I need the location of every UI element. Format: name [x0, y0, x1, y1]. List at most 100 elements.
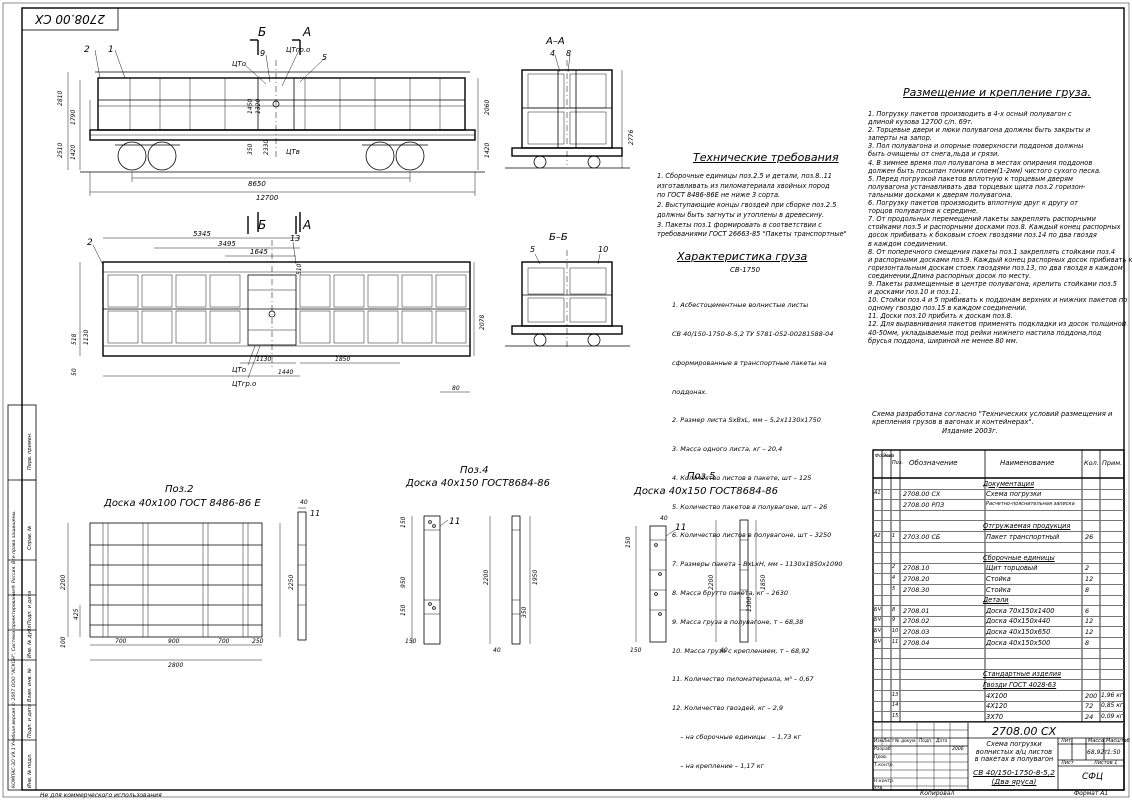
spec-cell-qty: 72	[1085, 702, 1094, 711]
left-stamp: Перв. примен. Справ. № Подп. и дата Инв.…	[7, 404, 37, 791]
spec-cell-des: 2708.00 СХ	[903, 490, 941, 499]
spec-cell-des: 2708.10	[903, 564, 930, 573]
title-sheets: Листов 1	[1094, 760, 1118, 766]
spec-cell-note: 1,96 кг	[1101, 691, 1124, 699]
tb-prov: Пров.	[874, 755, 888, 760]
label-ctgr2: ЦТгр.о	[232, 380, 256, 388]
placement-line: 5. Перед погрузкой пакетов вплотную к то…	[868, 174, 1073, 183]
spec-cell-name: Отгружаемая продукция	[983, 521, 1071, 530]
placement-line: быть очищены от снега,льда и грязи.	[868, 150, 1000, 159]
cargo-line: 8. Масса брутто пакета, кг – 2630	[672, 589, 788, 597]
callout-2a: 2	[84, 45, 90, 55]
poz2-subtitle: Доска 40х100 ГОСТ 8486-86 Е	[103, 498, 261, 509]
spec-cell-name: Схема погрузки	[986, 490, 1042, 499]
placement-line: 2. Торцевые двери и люки полувагона долж…	[868, 126, 1091, 135]
code-stamp-text: 2708.00 СХ	[34, 12, 105, 26]
placement-line: 9. Пакеты размещенные в центре полувагон…	[868, 279, 1117, 288]
cargo-line: 5. Количество пакетов в полувагоне, шт –…	[672, 502, 828, 511]
spec-cell-des: 2703.00 СБ	[903, 532, 941, 541]
spec-cell-qty: 12	[1085, 627, 1094, 636]
requirements-list: 1. Сборочные единицы поз.2.5 и детали, п…	[657, 172, 847, 240]
section-mark-a1: А	[302, 25, 311, 39]
p5-dim-150a: 150	[625, 536, 632, 548]
note-line: Схема разработана согласно "Технических …	[872, 410, 1113, 418]
license-text: КОМПАС-3D V9.1 Учебная версия © 2007 ООО…	[10, 510, 17, 788]
dim-2810: 2810	[57, 91, 64, 106]
title-name-line: в пакетах в полувагон	[974, 755, 1054, 764]
stamp-podp2: Подп. и дата	[27, 704, 33, 738]
poz5-subtitle: Доска 40х150 ГОСТ8684-86	[633, 486, 778, 497]
spec-cell-name: 3Х70	[986, 712, 1004, 721]
spec-cell-name: Доска 40х150х500	[986, 638, 1051, 647]
placement-line: в каждом соединении.	[868, 239, 948, 248]
poz4-title: Поз.4	[460, 465, 489, 476]
spec-cell-name: Детали	[983, 596, 1009, 605]
dim-2776: 2776	[628, 130, 635, 145]
p4-dim-150a: 150	[400, 516, 407, 528]
placement-line: 10. Стойки поз.4 и 5 прибивать к поддона…	[868, 296, 1128, 305]
placement-line: стойками поз.5 и распорными досками поз.…	[868, 223, 1121, 232]
placement-line: 3. Пол полувагона и опорные поверхности …	[868, 142, 1084, 151]
p2-dim-40: 40	[300, 499, 308, 506]
placement-line: полувагона устанавливать два торцевых щи…	[868, 182, 1086, 191]
cargo-line: сформированные в транспортные пакеты на	[672, 358, 827, 367]
spec-cell-pos: 15	[892, 712, 899, 719]
spec-row: Документация	[873, 478, 1124, 490]
section-bb-title: Б–Б	[549, 232, 568, 243]
callout-1a: 1	[108, 45, 114, 55]
callout-13b: 11	[449, 517, 460, 527]
tb-list: Лист	[883, 739, 895, 744]
title-sheet: Лист	[1061, 760, 1074, 766]
tb-nkontr: Н.контр.	[874, 779, 895, 784]
spec-cell-fmt: А1	[874, 490, 881, 497]
cargo-line: – на крепление – 1,17 кг	[672, 761, 765, 770]
placement-line: 11. Доски поз.10 прибить к доскам поз.8.	[868, 312, 1013, 321]
spec-cell-name: 4Х120	[986, 702, 1008, 711]
placement-line: тальными досками к дверям полувагона.	[868, 190, 1013, 199]
label-ctv: ЦТв	[286, 148, 300, 156]
spec-cell-des: 2708.03	[903, 627, 930, 636]
placement-line: должен быть посыпан тонким слоем(1-2мм) …	[868, 166, 1102, 175]
spec-cell-pos: 10	[892, 627, 899, 634]
dim-1790: 1790	[70, 110, 77, 125]
spec-h-pos: Поз.	[892, 460, 904, 466]
tb-date: Дата	[936, 739, 948, 744]
not-commercial: Не для коммерческого использования	[40, 792, 162, 799]
placement-line: 8. От поперечного смещения пакеты поз.1 …	[868, 247, 1116, 256]
spec-cell-qty: 200	[1085, 691, 1098, 700]
spec-cell-pos: 11	[892, 638, 899, 645]
plan-view	[79, 216, 475, 393]
callout-9: 8	[566, 49, 571, 58]
dim-1440: 1440	[278, 369, 293, 376]
poz5-title: Поз.5	[687, 471, 716, 482]
p4-dim-40: 40	[493, 647, 501, 654]
title-org: СФЦ	[1082, 772, 1104, 782]
placement-line: и распорными досками поз.9. Каждый конец…	[868, 255, 1132, 264]
p5-dim-1300: 1300	[746, 597, 753, 612]
cargo-line: 6. Количество листов в полувагоне, шт – …	[672, 531, 832, 540]
cargo-line: 1. Асбестоцементные волнистые листы	[672, 301, 809, 310]
p2-dim-2200: 2200	[60, 575, 67, 590]
callout-4a: 4	[550, 49, 555, 58]
req-line: по ГОСТ 8486-86Е не ниже 3 сорта.	[657, 191, 781, 200]
spec-row: Отгружаемая продукция	[873, 520, 1124, 532]
p4-dim-150c: 150	[405, 638, 417, 645]
req-line: 2. Выступающие концы гвоздей при сборке …	[657, 201, 837, 210]
dim-1420b: 1420	[484, 143, 491, 158]
p4-dim-1950: 1950	[532, 570, 539, 585]
dim-8650: 8650	[248, 180, 266, 188]
cargo-line: 3. Масса одного листа, кг – 20,4	[672, 445, 783, 454]
section-mark-b2: Б	[258, 218, 266, 232]
p4-dim-350: 350	[521, 606, 528, 618]
stamp-sprav: Справ. №	[27, 526, 33, 550]
section-aa	[505, 54, 630, 169]
p2-dim-700b: 700	[218, 638, 230, 645]
title-scale: 1:50	[1107, 749, 1121, 756]
dim-1130b: 1130	[256, 356, 271, 363]
p2-dim-100: 100	[60, 636, 67, 648]
